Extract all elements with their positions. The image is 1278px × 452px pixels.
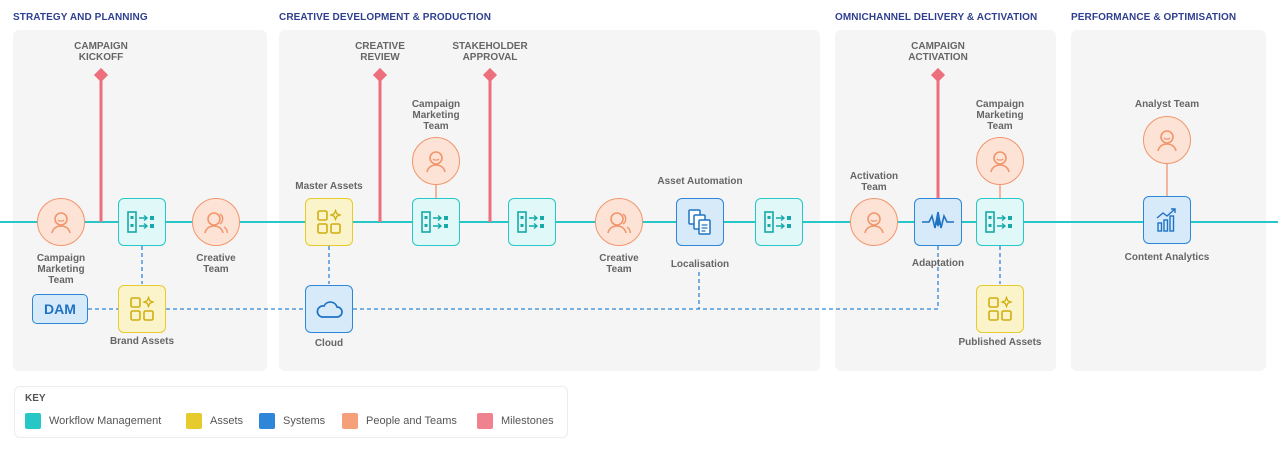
cloud-icon: [316, 301, 343, 318]
workflow-node-4[interactable]: [755, 198, 803, 246]
adaptation-label: Adaptation: [911, 258, 965, 269]
legend-label-assets: Assets: [210, 415, 244, 427]
documents-icon: [688, 209, 711, 235]
legend-swatch-people: [342, 413, 358, 429]
master-assets-node[interactable]: [305, 198, 353, 246]
workflow-node-1[interactable]: [118, 198, 166, 246]
asset-automation-node[interactable]: [676, 198, 724, 246]
asset-automation-label: Asset Automation: [657, 176, 743, 187]
legend-item-milestones: Milestones: [477, 413, 554, 429]
dam-system-node[interactable]: DAM: [32, 294, 88, 324]
activation-team-node[interactable]: [850, 198, 898, 246]
campaign-marketing-team-label-1: Campaign Marketing Team: [36, 253, 86, 286]
legend-item-assets: Assets: [186, 413, 243, 429]
milestone-diamond-kickoff: [93, 67, 109, 83]
analytics-chart-icon: [1156, 208, 1176, 232]
legend-item-systems: Systems: [259, 413, 325, 429]
workflow-node-2[interactable]: [412, 198, 460, 246]
creative-team-node-1[interactable]: [192, 198, 240, 246]
campaign-marketing-team-label-2: Campaign Marketing Team: [411, 99, 461, 132]
legend-swatch-milestones: [477, 413, 493, 429]
analyst-team-label: Analyst Team: [1134, 99, 1200, 110]
legend-label-systems: Systems: [283, 415, 326, 427]
phase-title-performance: PERFORMANCE & OPTIMISATION: [1071, 12, 1237, 23]
person-icon: [990, 151, 1010, 173]
milestone-label-creative-review: CREATIVE REVIEW: [355, 41, 405, 63]
legend-label-milestones: Milestones: [501, 415, 554, 427]
workflow-node-5[interactable]: [976, 198, 1024, 246]
person-icon: [426, 151, 446, 173]
legend-item-workflow: Workflow Management: [25, 413, 161, 429]
legend-label-workflow: Workflow Management: [49, 415, 162, 427]
workflow-icon: [127, 211, 154, 233]
workflow-icon: [764, 211, 791, 233]
published-assets-label: Published Assets: [958, 337, 1042, 348]
creative-team-label-2: Creative Team: [599, 253, 639, 275]
person-icon: [51, 212, 71, 234]
adaptation-icon: [922, 211, 954, 229]
person-icon: [1157, 130, 1177, 152]
adaptation-node[interactable]: [914, 198, 962, 246]
campaign-marketing-team-node-3[interactable]: [976, 137, 1024, 185]
legend-item-people: People and Teams: [342, 413, 457, 429]
milestone-diamond-creative-review: [372, 67, 388, 83]
creative-team-label-1: Creative Team: [196, 253, 236, 275]
legend-swatch-assets: [186, 413, 202, 429]
workflow-icon: [517, 211, 544, 233]
activation-team-label: Activation Team: [849, 171, 899, 193]
milestone-label-approval: STAKEHOLDER APPROVAL: [452, 41, 528, 63]
published-assets-node[interactable]: [976, 285, 1024, 333]
legend-label-people: People and Teams: [366, 415, 457, 427]
brand-assets-node[interactable]: [118, 285, 166, 333]
master-assets-label: Master Assets: [295, 181, 363, 192]
legend-key: KEY Workflow Management Assets Systems P…: [14, 386, 568, 438]
creative-team-node-2[interactable]: [595, 198, 643, 246]
localisation-label: Localisation: [670, 259, 730, 270]
person-icon: [864, 212, 884, 234]
analyst-team-node[interactable]: [1143, 116, 1191, 164]
brand-assets-label: Brand Assets: [109, 336, 175, 347]
phase-title-creative: CREATIVE DEVELOPMENT & PRODUCTION: [279, 12, 492, 23]
milestone-label-activation: CAMPAIGN ACTIVATION: [908, 41, 968, 63]
cloud-system-node[interactable]: [305, 285, 353, 333]
assets-icon: [317, 209, 342, 234]
phase-title-omnichannel: OMNICHANNEL DELIVERY & ACTIVATION: [835, 12, 1038, 23]
phase-title-strategy: STRATEGY AND PLANNING: [13, 12, 148, 23]
milestone-diamond-approval: [482, 67, 498, 83]
legend-swatch-workflow: [25, 413, 41, 429]
group-icon: [204, 212, 229, 234]
workflow-icon: [421, 211, 448, 233]
workflow-icon: [985, 211, 1012, 233]
campaign-marketing-team-node-1[interactable]: [37, 198, 85, 246]
milestone-label-kickoff: CAMPAIGN KICKOFF: [74, 41, 128, 63]
content-analytics-node[interactable]: [1143, 196, 1191, 244]
campaign-marketing-team-label-3: Campaign Marketing Team: [975, 99, 1025, 132]
milestone-diamond-activation: [930, 67, 946, 83]
campaign-marketing-team-node-2[interactable]: [412, 137, 460, 185]
group-icon: [607, 212, 632, 234]
assets-icon: [130, 296, 155, 321]
assets-icon: [988, 296, 1013, 321]
cloud-label: Cloud: [314, 338, 344, 349]
workflow-node-3[interactable]: [508, 198, 556, 246]
legend-title: KEY: [25, 393, 46, 404]
legend-swatch-systems: [259, 413, 275, 429]
content-analytics-label: Content Analytics: [1124, 252, 1210, 263]
